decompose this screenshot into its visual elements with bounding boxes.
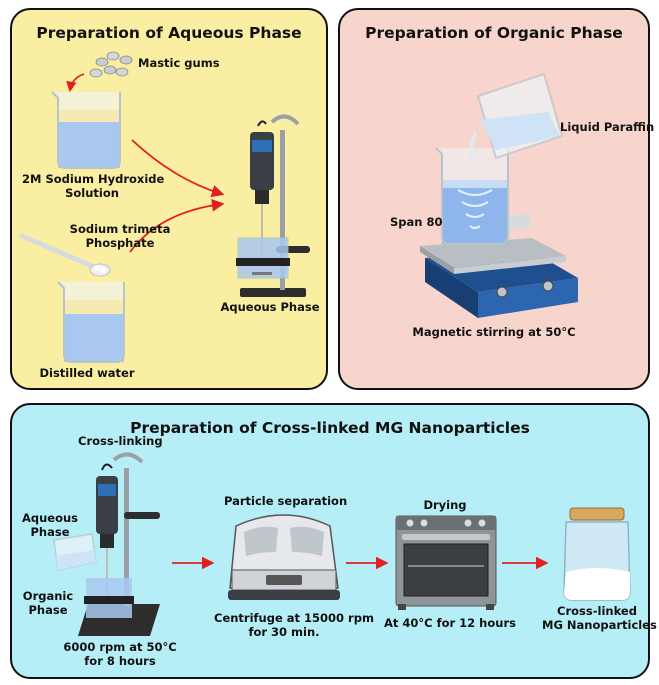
product-label-line1: Cross-linked <box>557 604 637 618</box>
vortex-beaker-icon <box>435 147 509 245</box>
aqueous-phase-label: Aqueous Phase <box>220 300 320 314</box>
crosslink-stirrer-icon <box>53 452 160 636</box>
cross-linking-label: Cross-linking <box>78 434 163 448</box>
drying-condition-label: At 40°C for 12 hours <box>384 616 516 630</box>
naoh-beaker-icon <box>51 91 121 169</box>
water-to-stirrer-arrow-icon <box>129 199 225 253</box>
mastic-gum-icon <box>89 51 133 78</box>
product-label-line2: MG Nanoparticles <box>542 618 657 632</box>
spatula-icon <box>19 233 111 277</box>
overhead-stirrer-icon <box>236 114 310 297</box>
organic-phase-panel: Preparation of Organic Phase <box>338 8 650 390</box>
gum-arrow-icon <box>66 73 85 93</box>
aqueous-label-line1: Aqueous <box>21 511 79 525</box>
distilled-water-label: Distilled water <box>39 366 135 380</box>
centrifuge-label-line2: for 30 min. <box>248 625 320 639</box>
organic-phase-title: Preparation of Organic Phase <box>365 24 623 42</box>
span80-label: Span 80 <box>390 215 443 229</box>
mastic-gums-label: Mastic gums <box>138 56 220 70</box>
particle-separation-label: Particle separation <box>224 494 348 508</box>
jar-icon <box>563 507 631 601</box>
rpm-label-line1: 6000 rpm at 50°C <box>63 640 177 654</box>
stmp-label-line2: Phosphate <box>85 236 155 250</box>
drying-label: Drying <box>423 498 467 512</box>
centrifuge-label-line1: Centrifuge at 15000 rpm <box>214 611 374 625</box>
centrifuge-icon <box>228 514 340 600</box>
naoh-to-stirrer-arrow-icon <box>131 139 225 198</box>
naoh-label-line2: Solution <box>65 186 119 200</box>
drying-oven-icon <box>395 515 497 610</box>
stmp-label-line1: Sodium trimeta <box>69 222 171 236</box>
rpm-label-line2: for 8 hours <box>84 654 156 668</box>
pouring-beaker-icon <box>468 72 564 161</box>
organic-label-line2: Phase <box>28 603 68 617</box>
aqueous-phase-title: Preparation of Aqueous Phase <box>36 24 302 42</box>
naoh-label-line1: 2M Sodium Hydroxide <box>22 172 165 186</box>
aqueous-label-line2: Phase <box>30 525 70 539</box>
crosslinked-title: Preparation of Cross-linked MG Nanoparti… <box>130 419 530 437</box>
water-beaker-icon <box>57 281 125 363</box>
magnetic-stirring-label: Magnetic stirring at 50°C <box>412 325 576 339</box>
organic-label-line1: Organic <box>22 589 74 603</box>
liquid-paraffin-label: Liquid Paraffin <box>560 120 655 134</box>
